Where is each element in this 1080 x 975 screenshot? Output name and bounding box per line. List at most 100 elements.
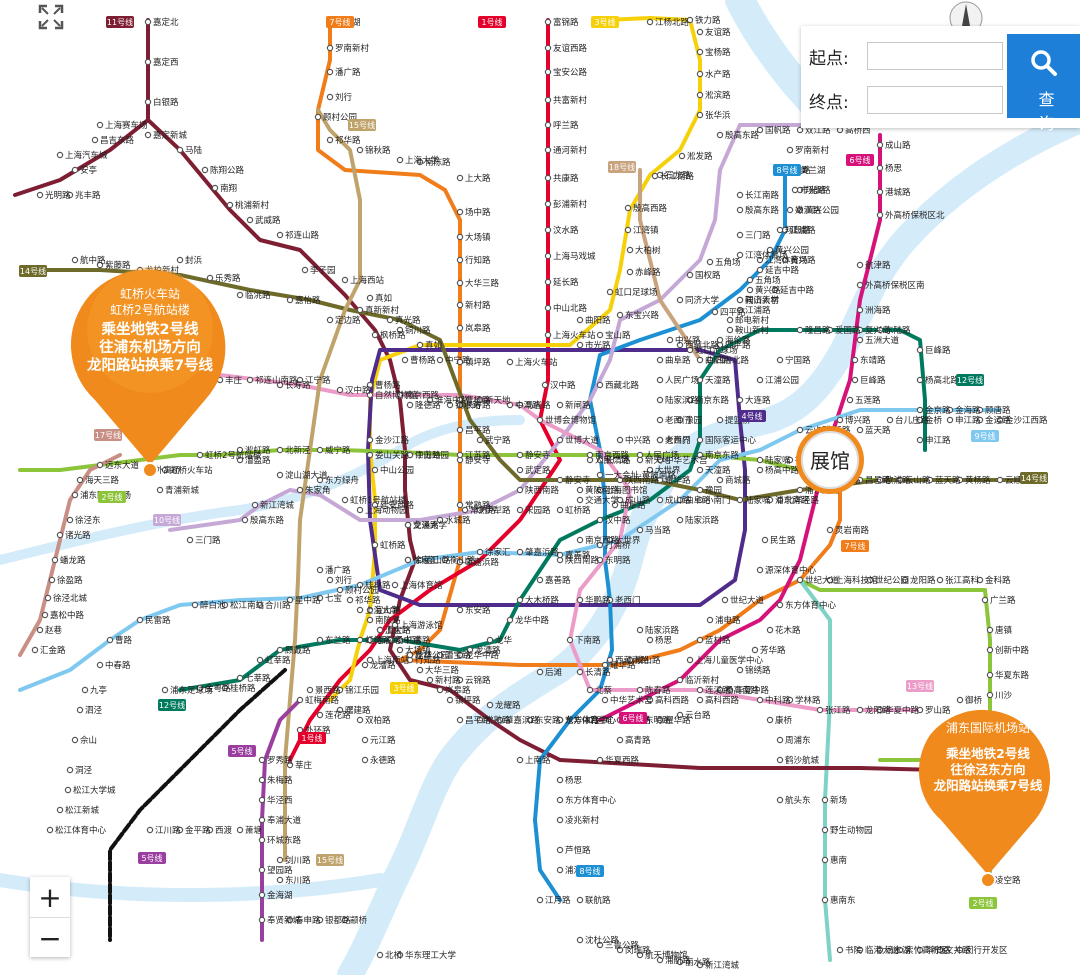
station-dot[interactable] <box>426 676 434 684</box>
station-label[interactable]: 中兴路 <box>625 435 651 446</box>
station-label[interactable]: 华夏东路 <box>995 670 1030 681</box>
station-dot[interactable] <box>886 416 894 424</box>
station-dot[interactable] <box>221 684 229 692</box>
station-label[interactable]: 远东大道 <box>105 460 140 471</box>
station-dot[interactable] <box>576 341 584 349</box>
station-label[interactable]: 东明路 <box>605 555 631 566</box>
station-dot[interactable] <box>356 716 364 724</box>
station-label[interactable]: 航天博物馆 <box>645 950 688 961</box>
station-label[interactable]: 一大会址·黄陂南路 <box>605 470 676 481</box>
station-dot[interactable] <box>446 401 454 409</box>
station-label[interactable]: 民生路 <box>770 535 796 546</box>
station-dot[interactable] <box>736 191 744 199</box>
station-label[interactable]: 龙阳路 <box>910 575 936 586</box>
station-label[interactable]: 长寿路 <box>465 400 491 411</box>
station-dot[interactable] <box>466 646 474 654</box>
station-label[interactable]: 打浦桥 <box>605 540 631 551</box>
station-dot[interactable] <box>441 556 449 564</box>
station-label[interactable]: 成山路 <box>635 655 661 666</box>
station-dot[interactable] <box>296 376 304 384</box>
station-label[interactable]: 祁华路 <box>335 135 361 146</box>
station-label[interactable]: 定边路 <box>335 315 361 326</box>
station-label[interactable]: 常熟路 <box>485 715 511 726</box>
station-label[interactable]: 国际客运中心 <box>705 435 757 446</box>
station-dot[interactable] <box>856 336 864 344</box>
station-label[interactable]: 龙耀路 <box>495 700 521 711</box>
station-label[interactable]: 五莲路 <box>855 395 881 406</box>
station-label[interactable]: 肇嘉浜路 <box>505 715 540 726</box>
station-dot[interactable] <box>726 686 734 694</box>
station-dot[interactable] <box>624 226 632 234</box>
station-dot[interactable] <box>696 436 704 444</box>
station-label[interactable]: 金海湖 <box>267 890 293 901</box>
station-dot[interactable] <box>456 174 464 182</box>
station-label[interactable]: 唐镇 <box>995 625 1013 636</box>
station-dot[interactable] <box>986 691 994 699</box>
station-dot[interactable] <box>301 266 309 274</box>
station-label[interactable]: 北蔡 <box>595 685 613 696</box>
station-label[interactable]: 龙柏新村 <box>145 265 180 276</box>
station-dot[interactable] <box>361 661 369 669</box>
station-dot[interactable] <box>516 451 524 459</box>
station-dot[interactable] <box>356 306 364 314</box>
station-dot[interactable] <box>81 686 89 694</box>
station-dot[interactable] <box>176 826 184 834</box>
station-dot[interactable] <box>544 200 552 208</box>
station-dot[interactable] <box>856 426 864 434</box>
station-label[interactable]: 江浦公园 <box>765 375 799 386</box>
station-dot[interactable] <box>286 761 294 769</box>
station-dot[interactable] <box>456 426 464 434</box>
station-dot[interactable] <box>476 436 484 444</box>
station-label[interactable]: 三门路 <box>195 535 221 546</box>
station-dot[interactable] <box>626 268 634 276</box>
station-label[interactable]: 金粤路 <box>205 683 231 694</box>
station-dot[interactable] <box>221 601 229 609</box>
station-dot[interactable] <box>544 174 552 182</box>
station-label[interactable]: 陆家嘴 <box>765 455 791 466</box>
station-dot[interactable] <box>544 96 552 104</box>
station-label[interactable]: 大木桥路 <box>525 595 560 606</box>
station-dot[interactable] <box>336 686 344 694</box>
station-label[interactable]: 紫藤路 <box>105 260 131 271</box>
station-label[interactable]: 呼兰路 <box>553 120 579 131</box>
station-dot[interactable] <box>686 346 694 354</box>
station-dot[interactable] <box>36 191 44 199</box>
station-label[interactable]: 武定路 <box>525 465 551 476</box>
station-dot[interactable] <box>476 716 484 724</box>
station-label[interactable]: 水产路 <box>705 69 731 80</box>
fullscreen-icon[interactable] <box>38 4 64 30</box>
station-dot[interactable] <box>366 606 374 614</box>
station-dot[interactable] <box>211 184 219 192</box>
station-dot[interactable] <box>816 706 824 714</box>
station-label[interactable]: 邮电新村 <box>735 315 770 326</box>
station-label[interactable]: 曙建路 <box>345 705 371 716</box>
station-label[interactable]: 蟠龙路 <box>60 555 86 566</box>
station-dot[interactable] <box>36 626 44 634</box>
station-label[interactable]: 顾村公园 <box>323 112 357 123</box>
station-dot[interactable] <box>986 646 994 654</box>
station-dot[interactable] <box>646 466 654 474</box>
station-dot[interactable] <box>516 466 524 474</box>
station-dot[interactable] <box>406 401 414 409</box>
station-label[interactable]: 豫园 <box>685 415 702 426</box>
station-label[interactable]: 永德路 <box>370 755 396 766</box>
station-dot[interactable] <box>276 231 284 239</box>
station-label[interactable]: 申江路 <box>955 415 981 426</box>
station-dot[interactable] <box>776 226 784 234</box>
station-label[interactable]: 临洮路 <box>245 290 271 301</box>
station-label[interactable]: 金海路 <box>955 405 981 416</box>
station-label[interactable]: 丰庄 <box>225 375 243 386</box>
station-label[interactable]: 老西门 <box>615 595 641 606</box>
station-dot[interactable] <box>206 274 214 282</box>
station-dot[interactable] <box>786 206 794 214</box>
station-label[interactable]: 人民广场 <box>665 375 699 386</box>
station-dot[interactable] <box>456 358 464 366</box>
station-label[interactable]: 罗山路 <box>925 705 951 716</box>
station-dot[interactable] <box>416 556 424 564</box>
station-label[interactable]: 上海儿童医学中心 <box>695 655 764 666</box>
station-dot[interactable] <box>836 946 844 954</box>
station-label[interactable]: 新江湾城 <box>705 960 740 971</box>
station-label[interactable]: 外高桥保税区南 <box>865 280 925 291</box>
station-label[interactable]: 东安路 <box>465 605 491 616</box>
station-dot[interactable] <box>258 916 266 924</box>
